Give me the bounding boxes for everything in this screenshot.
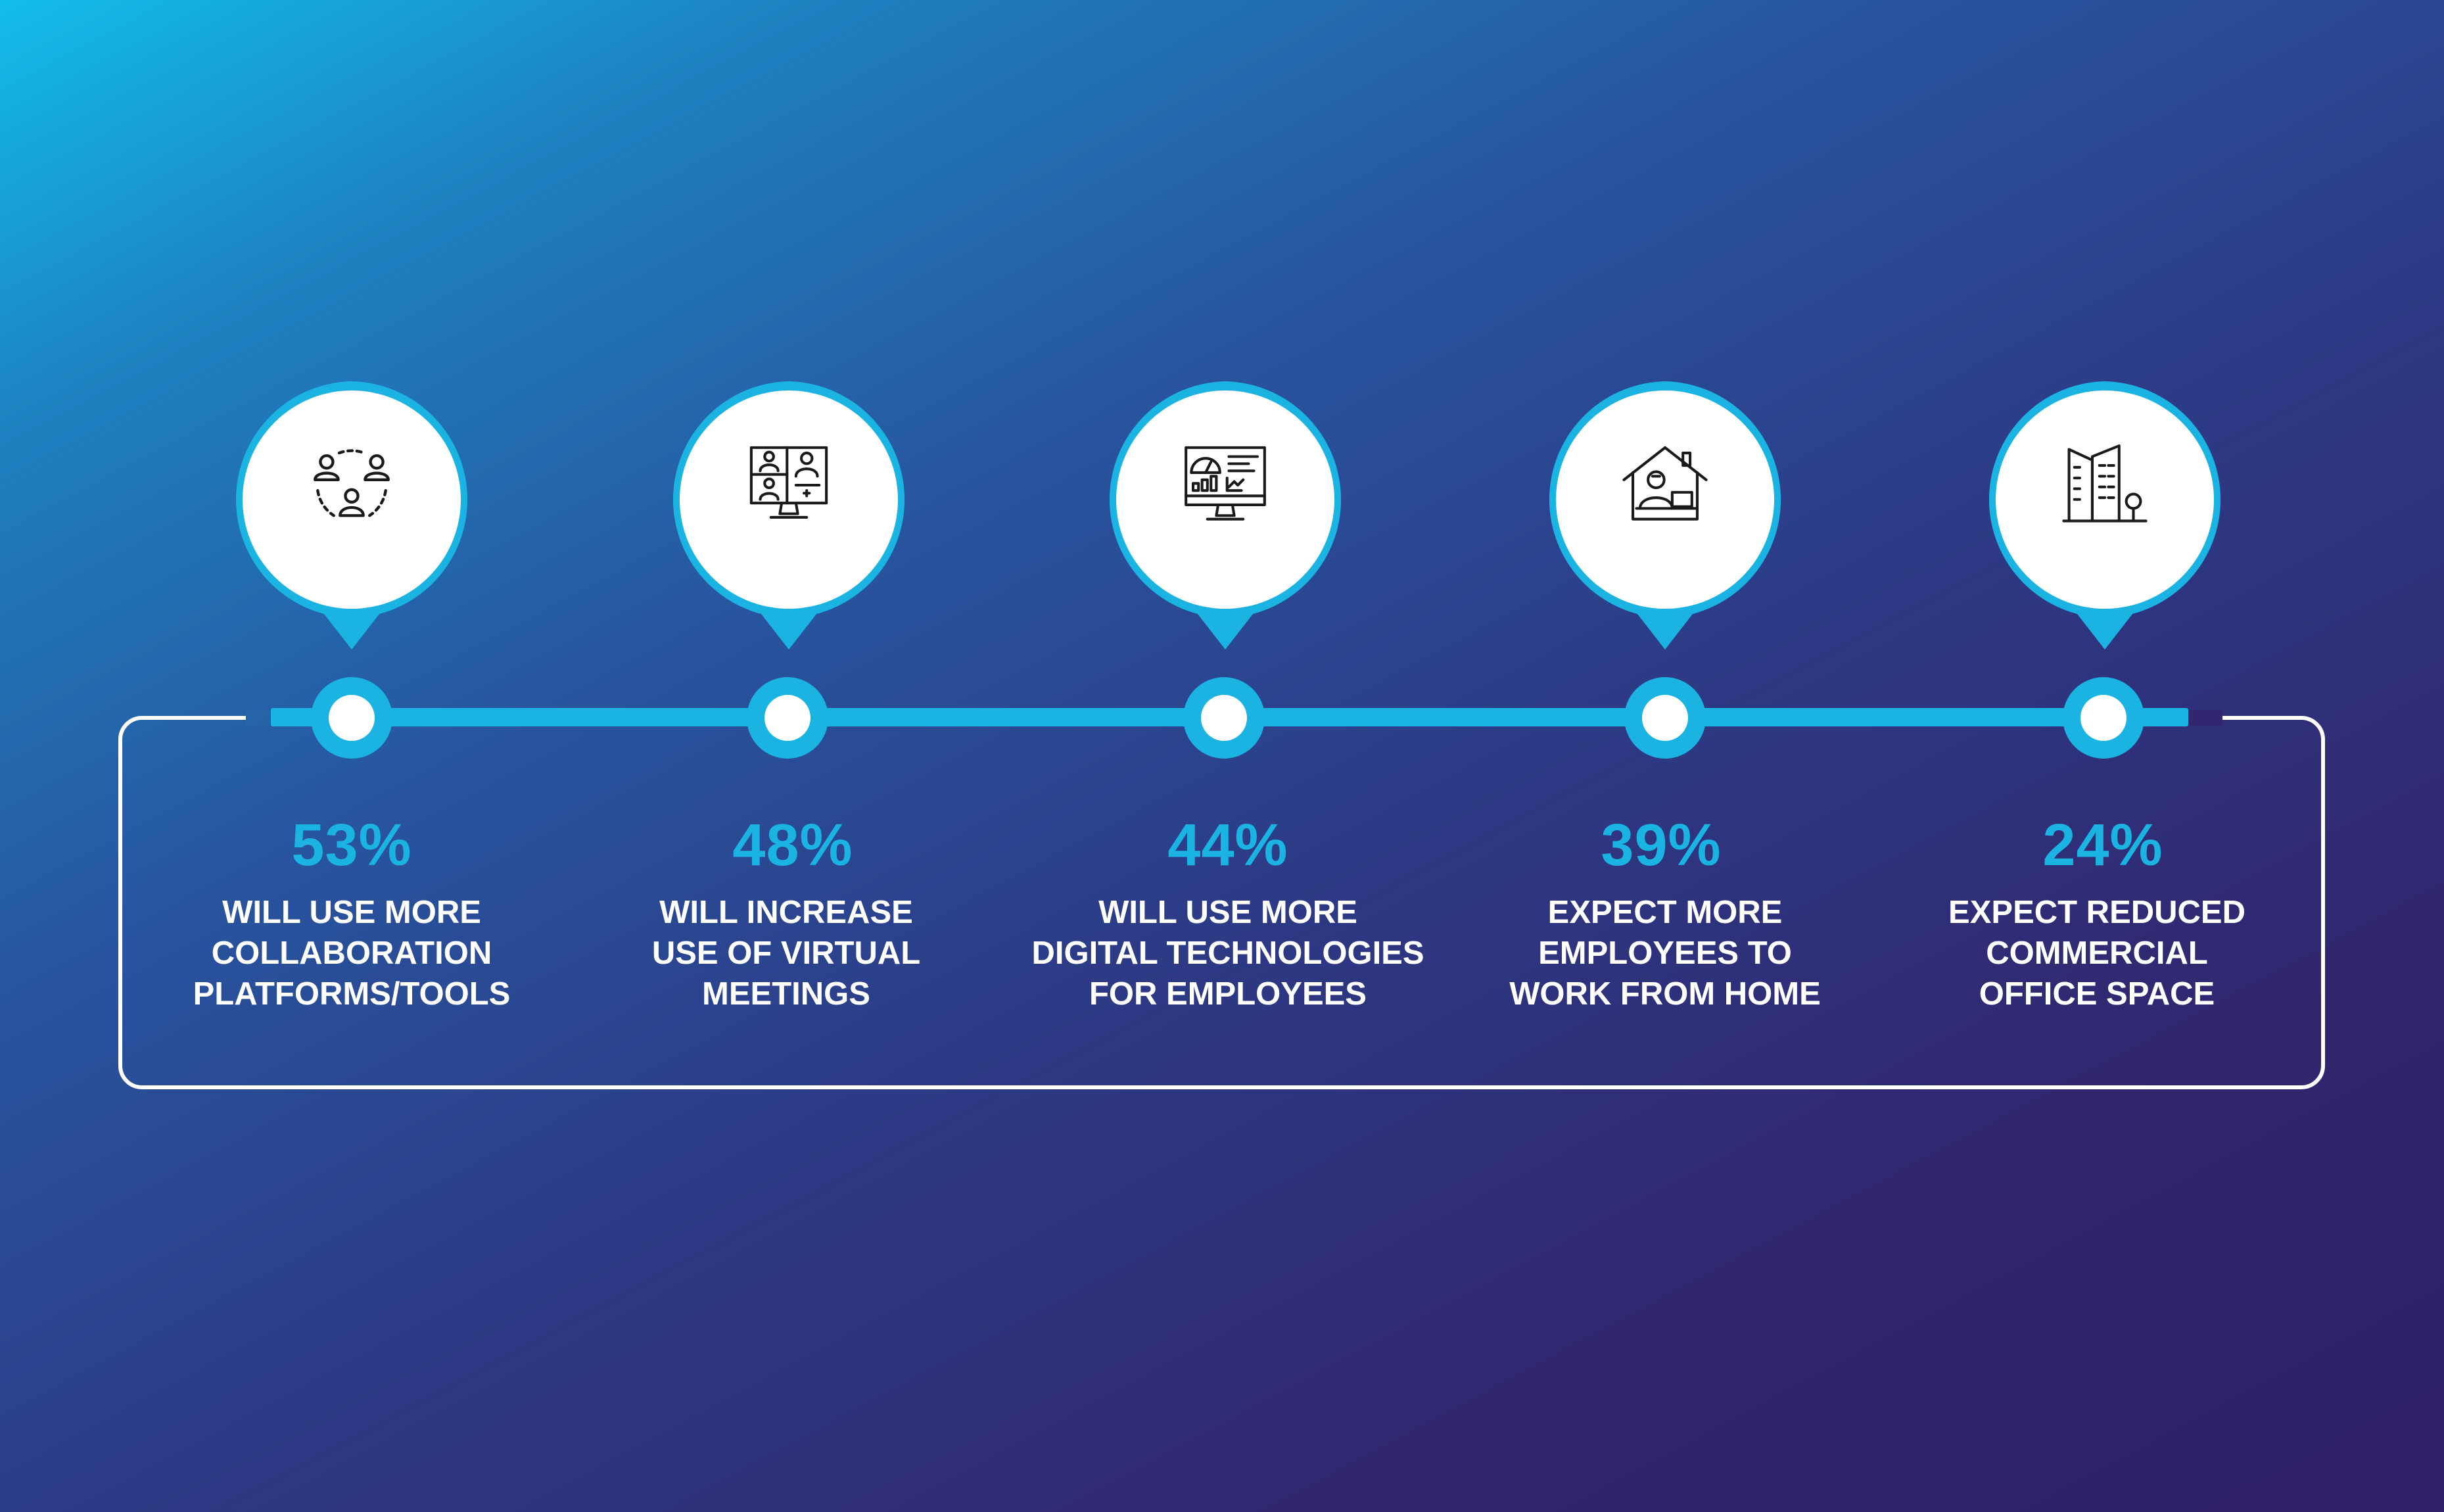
work-from-home-icon	[1622, 446, 1708, 521]
map-pin	[1540, 375, 1790, 657]
team-collaboration-icon	[314, 449, 390, 517]
stat-percentage: 24%	[2042, 813, 2163, 878]
video-conference-icon	[749, 446, 828, 519]
timeline-node	[1624, 677, 1706, 759]
stat-column: 24% EXPECT REDUCED COMMERCIAL OFFICE SPA…	[1884, 0, 2291, 1512]
stat-description: WILL USE MORE COLLABORATION PLATFORMS/TO…	[193, 895, 511, 1012]
timeline-node	[2063, 677, 2144, 759]
stat-percentage: 48%	[732, 813, 853, 878]
map-pin	[1100, 375, 1350, 657]
stat-description: WILL INCREASE USE OF VIRTUAL MEETINGS	[651, 895, 921, 1012]
stat-column: 53% WILL USE MORE COLLABORATION PLATFORM…	[148, 0, 555, 1512]
timeline-node	[1183, 677, 1265, 759]
dashboard-monitor-icon	[1185, 446, 1266, 521]
office-buildings-icon	[2062, 444, 2148, 523]
stat-description: EXPECT REDUCED COMMERCIAL OFFICE SPACE	[1948, 895, 2245, 1012]
stat-percentage: 53%	[291, 813, 412, 878]
stat-column: 48% WILL INCREASE USE OF VIRTUAL MEETING…	[582, 0, 990, 1512]
timeline-node	[747, 677, 828, 759]
timeline-node	[311, 677, 392, 759]
stat-description: EXPECT MORE EMPLOYEES TO WORK FROM HOME	[1509, 895, 1821, 1012]
stat-percentage: 44%	[1167, 813, 1288, 878]
frame-gap-right	[2188, 710, 2222, 726]
map-pin	[664, 375, 914, 657]
stat-description: WILL USE MORE DIGITAL TECHNOLOGIES FOR E…	[1031, 895, 1424, 1012]
stat-column: 44% WILL USE MORE DIGITAL TECHNOLOGIES F…	[1025, 0, 1433, 1512]
map-pin	[1980, 375, 2230, 657]
stat-percentage: 39%	[1601, 813, 1722, 878]
stat-column: 39% EXPECT MORE EMPLOYEES TO WORK FROM H…	[1463, 0, 1870, 1512]
frame-gap-left	[246, 710, 271, 726]
map-pin	[227, 375, 477, 657]
